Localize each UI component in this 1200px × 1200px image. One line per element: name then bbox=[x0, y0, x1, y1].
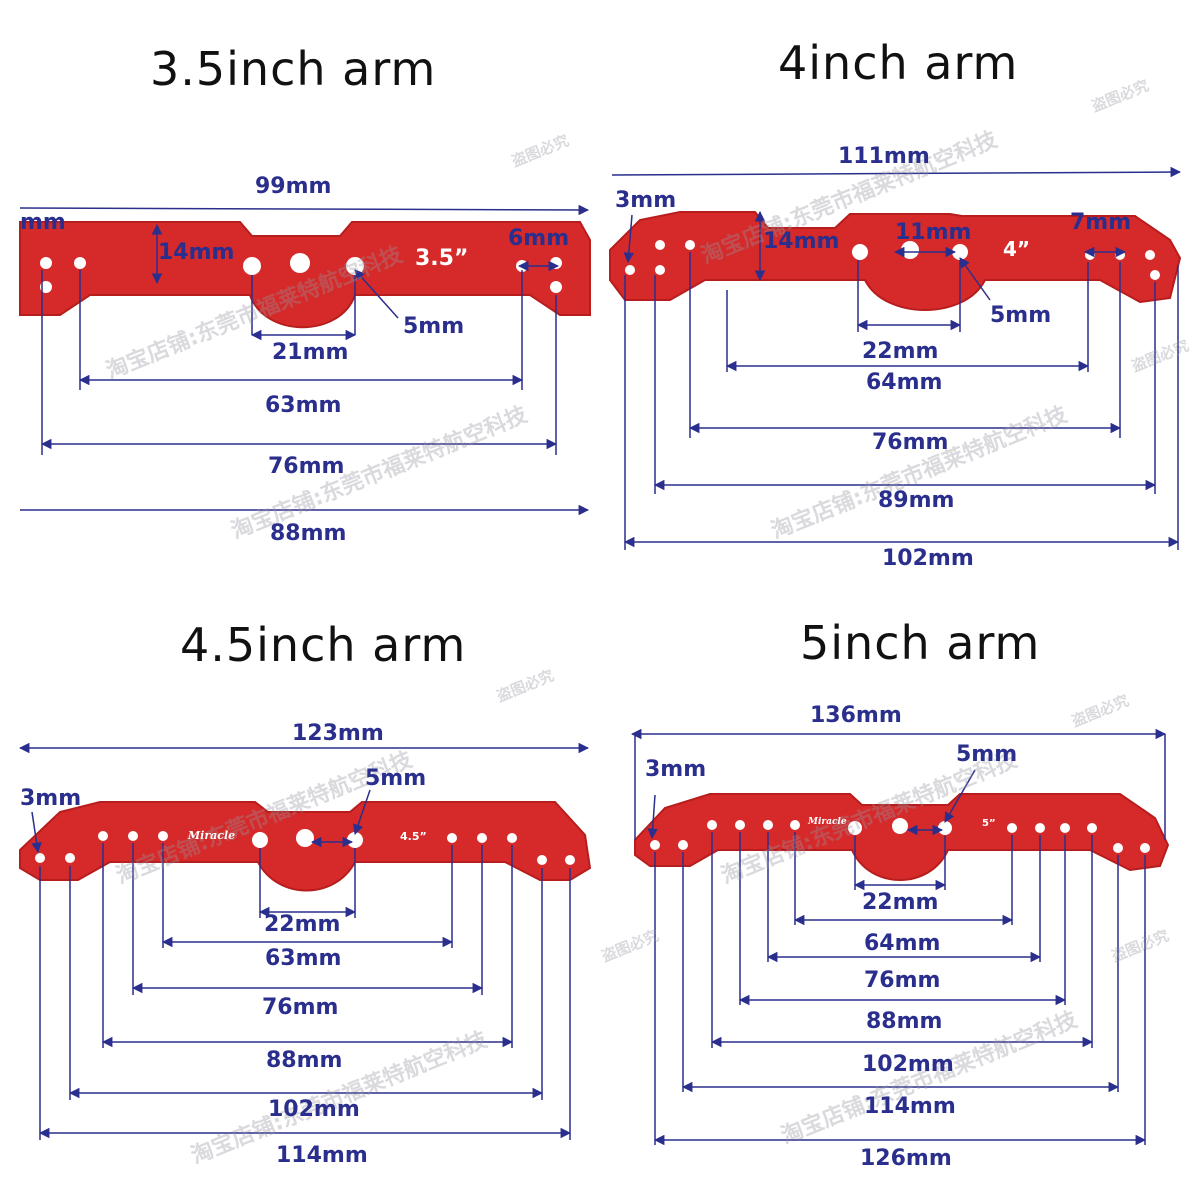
arm-plate-4 bbox=[609, 211, 1182, 311]
panel-3-5-inch-graphics bbox=[19, 204, 591, 516]
dim-hole-spacing-1: 64mm bbox=[864, 931, 941, 956]
dim-hole-spacing-3: 89mm bbox=[878, 488, 955, 513]
dim-center-hole: 5mm bbox=[403, 314, 465, 339]
dim-hole-spacing-2: 76mm bbox=[268, 454, 345, 479]
panel-title-4-inch: 4inch arm bbox=[778, 36, 1019, 90]
dim-plate-height: 14mm bbox=[763, 229, 840, 254]
dim-hole-spacing-3: 88mm bbox=[266, 1048, 343, 1073]
dim-hole-spacing-4: 102mm bbox=[882, 546, 974, 571]
dim-hole-spacing-4: 102mm bbox=[268, 1097, 360, 1122]
dim-hole-spacing-4: 102mm bbox=[862, 1052, 954, 1077]
dim-hole-spacing-1: 64mm bbox=[866, 370, 943, 395]
arm-plate-5 bbox=[634, 793, 1170, 881]
plate-size-label: 4” bbox=[1003, 237, 1031, 261]
dim-center-gap: 21mm bbox=[272, 340, 349, 365]
dim-center-hole: 5mm bbox=[956, 742, 1018, 767]
dim-left-hole: mm bbox=[20, 210, 66, 235]
dim-hole-spacing-1: 63mm bbox=[265, 946, 342, 971]
brand-logo: Miracle bbox=[808, 817, 847, 827]
brand-logo: Miracle bbox=[188, 829, 236, 842]
dimension-lines-4 bbox=[611, 166, 1182, 550]
dim-center-hole: 5mm bbox=[990, 303, 1052, 328]
dim-left-hole: 3mm bbox=[615, 188, 677, 213]
dimension-lines-4-5 bbox=[18, 742, 590, 1140]
dimension-lines-3-5 bbox=[19, 204, 590, 516]
dim-center-gap: 22mm bbox=[862, 339, 939, 364]
dim-overall: 111mm bbox=[838, 144, 930, 169]
dim-center-hole: 5mm bbox=[365, 766, 427, 791]
dim-overall: 136mm bbox=[810, 703, 902, 728]
plate-size-label: 3.5” bbox=[415, 246, 469, 271]
dim-overall: 123mm bbox=[292, 721, 384, 746]
panel-5-inch-graphics bbox=[630, 728, 1170, 1146]
dim-top-gap: 11mm bbox=[895, 220, 972, 245]
dim-hole-spacing-3: 88mm bbox=[866, 1009, 943, 1034]
plate-holes-4-5 bbox=[35, 829, 575, 865]
plate-holes-5 bbox=[650, 818, 1150, 853]
dim-hole-spacing-2: 76mm bbox=[864, 968, 941, 993]
dim-left-hole: 3mm bbox=[20, 786, 82, 811]
dim-left-hole: 3mm bbox=[645, 757, 707, 782]
panel-4-5-inch-graphics bbox=[18, 742, 592, 1140]
dim-hole-spacing-2: 76mm bbox=[872, 430, 949, 455]
panel-title-4-5-inch: 4.5inch arm bbox=[180, 618, 467, 672]
dim-hole-spacing-1: 63mm bbox=[265, 393, 342, 418]
dim-right-hole: 6mm bbox=[508, 226, 570, 251]
panel-title-5-inch: 5inch arm bbox=[800, 616, 1041, 670]
plate-size-label: 4.5” bbox=[400, 830, 427, 843]
dim-hole-spacing-2: 76mm bbox=[262, 995, 339, 1020]
dimension-lines-5 bbox=[630, 728, 1167, 1146]
dim-hole-spacing-5: 114mm bbox=[276, 1143, 368, 1168]
dim-plate-height: 14mm bbox=[158, 240, 235, 265]
dim-center-gap: 22mm bbox=[264, 912, 341, 937]
dim-hole-spacing-5: 114mm bbox=[864, 1094, 956, 1119]
panel-title-3-5-inch: 3.5inch arm bbox=[150, 42, 437, 96]
panel-4-inch-graphics bbox=[609, 166, 1182, 550]
plate-size-label: 5” bbox=[982, 818, 996, 829]
dim-overall: 99mm bbox=[255, 174, 332, 199]
dim-hole-spacing-6: 126mm bbox=[860, 1146, 952, 1171]
dim-right-hole: 7mm bbox=[1070, 210, 1132, 235]
arm-plate-3-5 bbox=[19, 221, 591, 329]
dim-hole-spacing-3: 88mm bbox=[270, 521, 347, 546]
dim-center-gap: 22mm bbox=[862, 890, 939, 915]
